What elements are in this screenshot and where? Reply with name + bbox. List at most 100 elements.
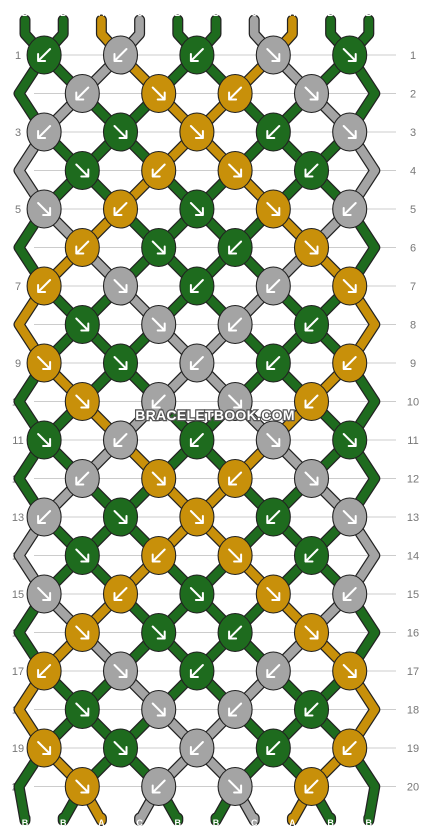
- knot-arrow-icon: [75, 779, 90, 794]
- knot-arrow-icon: [342, 433, 357, 447]
- knot: [332, 35, 368, 75]
- knot: [217, 766, 253, 807]
- knot: [179, 574, 215, 614]
- knot: [293, 766, 330, 807]
- row-number: 14: [407, 551, 419, 563]
- knot: [141, 458, 177, 499]
- knot-arrow-icon: [342, 279, 357, 293]
- knot: [255, 574, 291, 614]
- knot: [26, 574, 62, 614]
- knot-arrow-icon: [304, 702, 319, 717]
- knot-arrow-icon: [113, 202, 128, 216]
- knot: [141, 381, 177, 422]
- strand-label: A: [98, 818, 105, 828]
- knot-arrow-icon: [266, 510, 281, 524]
- knot-arrow-icon: [75, 471, 90, 486]
- knot: [255, 497, 291, 537]
- knot-arrow-icon: [304, 548, 319, 563]
- knot-arrow-icon: [37, 202, 52, 216]
- knot-arrow-icon: [37, 48, 52, 62]
- knot: [141, 73, 177, 114]
- knot-arrow-icon: [151, 394, 166, 409]
- row-number: 15: [407, 589, 419, 601]
- knot-arrow-icon: [266, 587, 281, 601]
- knot: [141, 535, 177, 576]
- knot: [255, 728, 291, 768]
- knot: [293, 612, 330, 653]
- watermark: BRACELETBOOK.COM: [135, 407, 295, 423]
- row-number: 19: [407, 743, 419, 755]
- row-number: 11: [407, 435, 418, 447]
- knot-arrow-icon: [228, 625, 243, 640]
- knot: [332, 112, 368, 152]
- knot-arrow-icon: [113, 664, 128, 678]
- row-number: 13: [12, 512, 24, 524]
- knot-arrow-icon: [113, 48, 128, 62]
- knot: [26, 420, 62, 460]
- knot: [255, 189, 291, 229]
- knot-arrow-icon: [266, 356, 281, 370]
- row-number: 10: [407, 397, 419, 409]
- knot: [64, 304, 100, 345]
- knot-arrow-icon: [151, 471, 166, 486]
- knot-arrow-icon: [266, 741, 281, 755]
- knot-arrow-icon: [151, 548, 166, 563]
- knot-arrow-icon: [266, 433, 281, 447]
- knot: [217, 73, 253, 114]
- knot-arrow-icon: [228, 779, 243, 794]
- knot: [217, 227, 253, 268]
- knot-arrow-icon: [151, 163, 166, 178]
- knot: [332, 728, 368, 768]
- row-number: 4: [410, 166, 416, 178]
- strand-label: B: [22, 8, 29, 18]
- knot-arrow-icon: [228, 163, 243, 178]
- knot: [26, 651, 62, 691]
- row-number: 18: [407, 705, 419, 717]
- row-number: 19: [12, 743, 24, 755]
- knot: [102, 574, 139, 614]
- knot: [293, 227, 330, 268]
- knot: [332, 497, 368, 537]
- knot: [26, 112, 62, 152]
- knot-arrow-icon: [342, 202, 357, 216]
- knot: [102, 189, 139, 229]
- row-number: 3: [410, 127, 416, 139]
- knot: [332, 420, 368, 460]
- knot-arrow-icon: [189, 433, 204, 447]
- knot: [64, 535, 100, 576]
- knot-arrow-icon: [304, 163, 319, 178]
- knot: [217, 535, 253, 576]
- knot-arrow-icon: [75, 163, 90, 178]
- knot: [141, 227, 177, 268]
- knot: [141, 304, 177, 345]
- knot-arrow-icon: [266, 664, 281, 678]
- knot-arrow-icon: [151, 702, 166, 717]
- knot: [141, 689, 177, 730]
- knot-arrow-icon: [342, 125, 357, 139]
- row-number: 9: [15, 358, 21, 370]
- knot-arrow-icon: [228, 317, 243, 332]
- strand-label: A: [289, 818, 296, 828]
- knot: [102, 266, 139, 306]
- row-number: 16: [407, 628, 419, 640]
- strand-label: B: [213, 818, 220, 828]
- knot-arrow-icon: [304, 471, 319, 486]
- knot-arrow-icon: [75, 240, 90, 255]
- knot: [293, 304, 330, 345]
- knot-arrow-icon: [189, 587, 204, 601]
- knot: [179, 266, 215, 306]
- row-number: 17: [12, 666, 24, 678]
- knot: [255, 343, 291, 383]
- knot: [64, 73, 100, 114]
- knot: [179, 35, 215, 75]
- row-number: 8: [410, 320, 416, 332]
- knot-arrow-icon: [113, 356, 128, 370]
- knot: [179, 343, 215, 383]
- knot-arrow-icon: [228, 548, 243, 563]
- row-number: 17: [407, 666, 419, 678]
- row-number: 2: [410, 89, 416, 101]
- knot: [255, 651, 291, 691]
- knot-arrow-icon: [304, 86, 319, 101]
- strand-label: B: [366, 818, 373, 828]
